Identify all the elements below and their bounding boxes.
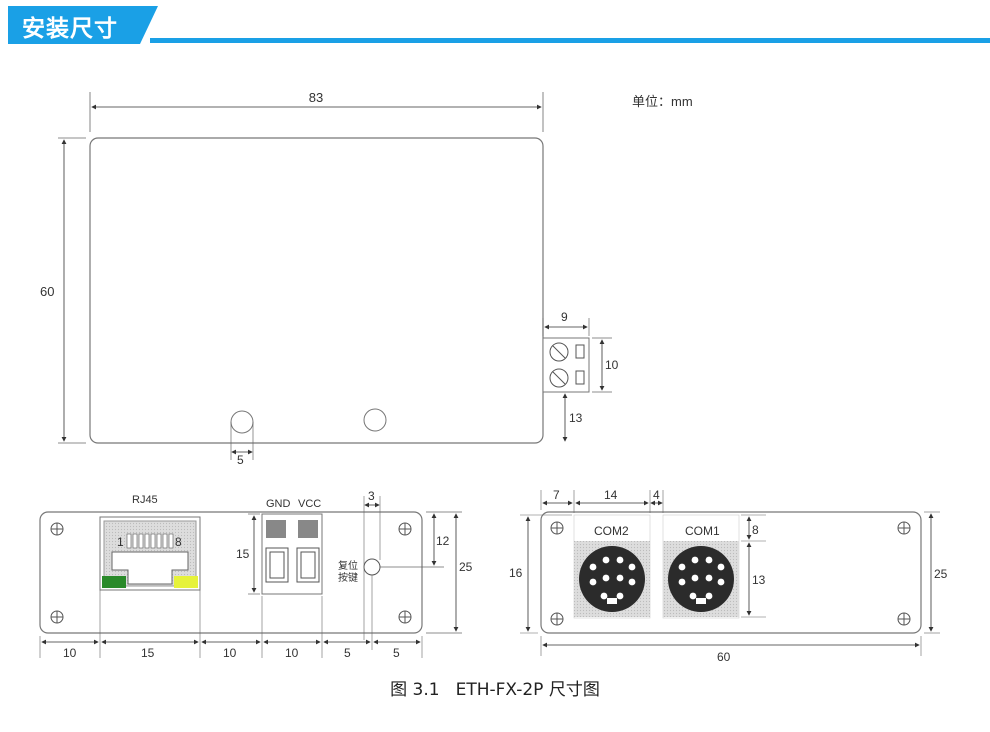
- back-top-dim-label: 4: [653, 488, 660, 502]
- reset-label-line1: 复位: [338, 559, 358, 572]
- led-circle: [363, 408, 387, 432]
- bottom-dim-label: 10: [285, 646, 299, 660]
- bottom-dim-label: 15: [141, 646, 155, 660]
- front-height-label: 25: [459, 560, 473, 574]
- power-terminal: [261, 513, 323, 595]
- front-view: RJ45 1 8 GND VCC: [39, 489, 473, 660]
- bottom-dim-label: 5: [393, 646, 400, 660]
- reset-button-icon: [363, 558, 381, 576]
- figure-title: ETH-FX-2P 尺寸图: [455, 680, 600, 700]
- com2-label: COM2: [594, 524, 629, 538]
- section-title: 安装尺寸: [22, 16, 118, 42]
- rj45-port: 1 8: [99, 516, 201, 591]
- port-height-label: 13: [752, 573, 766, 587]
- led-width-label: 5: [237, 453, 244, 467]
- unit-label: 单位：mm: [632, 94, 693, 109]
- pin-1-label: 1: [117, 535, 124, 549]
- rj45-label: RJ45: [132, 494, 158, 506]
- reset-offset-label: 12: [436, 534, 450, 548]
- section-header: 安装尺寸: [0, 0, 990, 48]
- reset-width-label: 3: [368, 489, 375, 503]
- reset-label-line2: 按键: [338, 571, 358, 584]
- terminal-offset-label: 13: [569, 411, 583, 425]
- led-circle: [230, 410, 254, 434]
- com2-port: [574, 541, 650, 617]
- com1-port: [663, 541, 739, 617]
- link-led: [102, 576, 126, 588]
- back-left-height-label: 16: [509, 566, 523, 580]
- bottom-dim-label: 10: [63, 646, 77, 660]
- pin-8-label: 8: [175, 535, 182, 549]
- activity-led: [174, 576, 198, 588]
- vcc-label: VCC: [298, 498, 321, 510]
- front-panel-outline: [39, 511, 423, 634]
- back-top-dim-label: 7: [553, 488, 560, 502]
- terminal-height-label: 10: [605, 358, 619, 372]
- back-view: COM2 COM1: [509, 488, 948, 664]
- com-label-height: 8: [752, 523, 759, 537]
- figure-caption: 图 3.1 ETH-FX-2P 尺寸图: [0, 675, 990, 700]
- back-top-dim-label: 14: [604, 488, 618, 502]
- bottom-dim-label: 10: [223, 646, 237, 660]
- top-view: 83 60 5 9 10 13: [40, 90, 619, 467]
- header-underline: [150, 38, 990, 43]
- bottom-dim-label: 5: [344, 646, 351, 660]
- back-width-label: 60: [717, 650, 731, 664]
- top-width-label: 83: [309, 90, 323, 105]
- terminal-width-label: 9: [561, 310, 568, 324]
- figure-number: 图 3.1: [390, 680, 440, 700]
- gnd-label: GND: [266, 498, 291, 510]
- device-outline: [89, 137, 544, 444]
- back-right-height-label: 25: [934, 567, 948, 581]
- top-height-label: 60: [40, 284, 54, 299]
- com1-label: COM1: [685, 524, 720, 538]
- terminal-height-label: 15: [236, 547, 250, 561]
- header-tab: [8, 6, 158, 44]
